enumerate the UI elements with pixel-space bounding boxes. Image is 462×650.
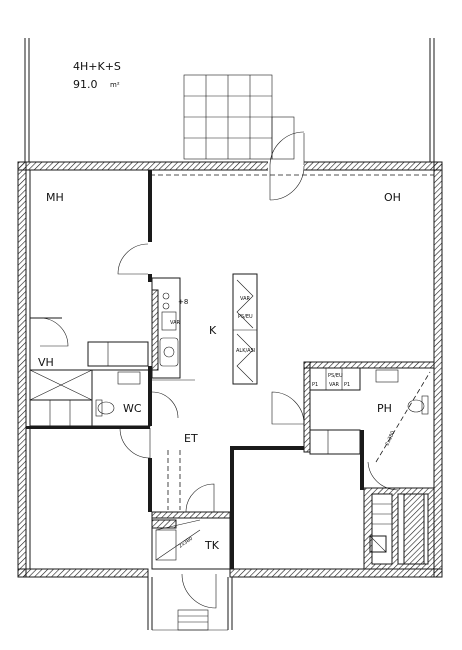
area-unit: m²: [110, 81, 120, 89]
bathroom: P1 VAR P1 PS/EU 2x380: [271, 361, 435, 491]
kitchen-island: VAR PS/EU ALK/ASI: [232, 273, 258, 385]
hall-walls: [26, 426, 304, 569]
room-label-oh: OH: [384, 191, 401, 204]
ph-cabinet-right: P1: [344, 382, 350, 388]
ph-cabinet-sub: PS/EU: [328, 373, 343, 379]
room-label-et: ET: [184, 432, 198, 445]
ph-cabinet-left: P1: [312, 382, 318, 388]
room-label-mh: MH: [46, 191, 64, 204]
apartment-type-label: 4H+K+S: [73, 60, 121, 73]
room-label-vh: VH: [38, 356, 54, 369]
hall-door-arc: [119, 427, 151, 459]
room-label-k: K: [209, 324, 217, 337]
kitchen-var-label: VAR: [170, 320, 181, 326]
shaft-dim-tk: 2x380: [178, 536, 194, 550]
shaft-dim-ph: 2x380: [384, 430, 396, 447]
entrance: [147, 573, 233, 631]
area-value: 91.0: [73, 78, 98, 91]
room-label-wc: WC: [123, 402, 142, 415]
balcony-door: [268, 131, 305, 201]
storage-room: 2x380: [151, 483, 231, 570]
exterior-walls: [17, 161, 443, 578]
room-label-ph: PH: [377, 402, 392, 415]
island-label-top: VAR: [240, 296, 251, 302]
balcony-rails: [24, 38, 435, 162]
kitchen-counter: VAR: [151, 277, 181, 379]
island-label-low: ALK/ASI: [236, 348, 255, 354]
sauna: [363, 487, 435, 570]
interior-wall-mh: [117, 170, 152, 282]
room-label-tk: TK: [204, 539, 220, 552]
hood-mark: +8: [178, 298, 188, 306]
ph-cabinet-mid: VAR: [329, 382, 340, 388]
island-label-mid: PS/EU: [238, 314, 253, 320]
balcony-tiles: [183, 74, 295, 160]
